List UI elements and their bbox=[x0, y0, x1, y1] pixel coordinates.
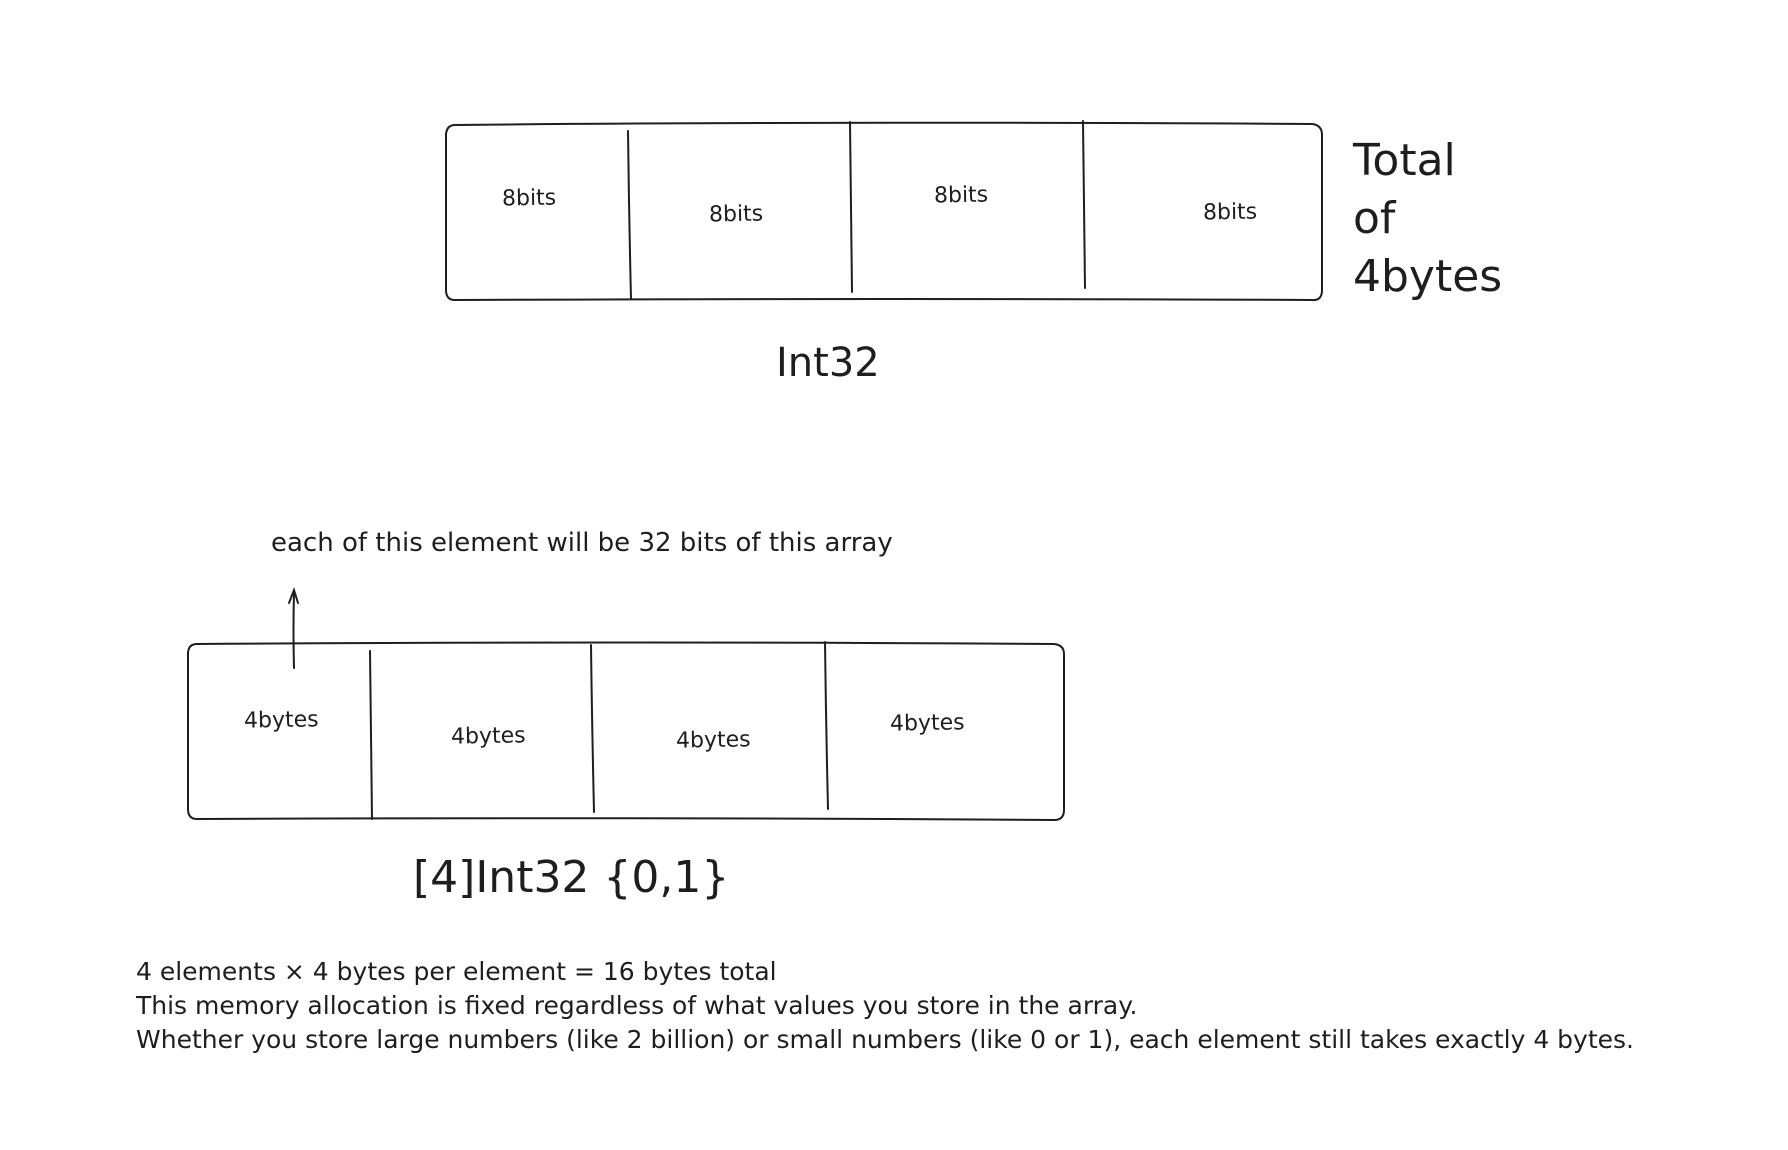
note-line: Whether you store large numbers (like 2 … bbox=[136, 1025, 1634, 1054]
total-line: 4bytes bbox=[1353, 251, 1503, 302]
int32-cell-label: 8bits bbox=[501, 185, 557, 212]
array-divider-2 bbox=[590, 644, 595, 813]
int32-cell-label: 8bits bbox=[1202, 199, 1258, 226]
array-cell-label: 4bytes bbox=[243, 707, 319, 734]
int32-divider-1 bbox=[627, 130, 632, 300]
total-line: of bbox=[1353, 193, 1396, 244]
array-divider-3 bbox=[824, 641, 829, 810]
array-annotation: each of this element will be 32 bits of … bbox=[271, 528, 893, 558]
int32-total-label: Total of 4bytes bbox=[1353, 132, 1502, 306]
int32-divider-2 bbox=[849, 121, 853, 293]
int32-title: Int32 bbox=[776, 340, 880, 386]
int32-box bbox=[445, 120, 1323, 302]
note-line: This memory allocation is fixed regardle… bbox=[136, 991, 1138, 1020]
array-cell-label: 4bytes bbox=[889, 710, 965, 737]
int32-cell-label: 8bits bbox=[933, 182, 989, 209]
array-cell-label: 4bytes bbox=[450, 723, 526, 750]
total-line: Total bbox=[1353, 135, 1456, 186]
note-line: 4 elements × 4 bytes per element = 16 by… bbox=[136, 957, 777, 986]
array-title: [4]Int32 {0,1} bbox=[413, 852, 730, 903]
explanation-notes: 4 elements × 4 bytes per element = 16 by… bbox=[136, 955, 1634, 1057]
int32-divider-3 bbox=[1082, 120, 1086, 289]
array-divider-1 bbox=[369, 650, 373, 820]
array-cell-label: 4bytes bbox=[675, 727, 751, 754]
array-box bbox=[187, 641, 1065, 822]
arrow-up-icon bbox=[288, 586, 299, 669]
int32-cell-label: 8bits bbox=[708, 201, 764, 228]
